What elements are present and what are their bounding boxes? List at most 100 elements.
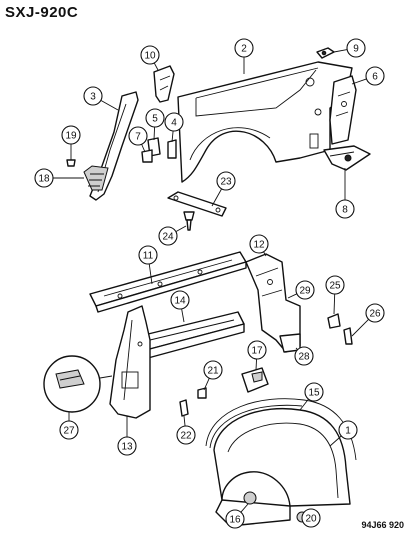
part-block-18 [83,165,109,191]
part-bracket-7 [141,149,153,163]
leader-line-11 [148,263,153,285]
callout-label-24: 24 [162,232,174,243]
callout-label-28: 28 [298,352,310,363]
part-quarter-panel [177,61,353,183]
callout-circle-4 [164,112,184,132]
callout-circle-2 [234,38,254,58]
callout-label-17: 17 [251,346,263,357]
callout-label-19: 19 [65,131,77,142]
callout-label-4: 4 [171,118,177,129]
leader-line-25 [333,293,336,315]
callout-circle-21 [203,360,223,380]
callout-label-6: 6 [372,72,378,83]
part-bolt-24 [183,211,195,231]
callout-circle-3 [83,86,103,106]
part-housing-8 [323,145,371,171]
callout-label-1: 1 [345,426,351,437]
leader-line-7 [141,144,146,153]
callout-label-11: 11 [143,251,154,262]
part-bracket-17 [241,367,269,393]
part-detail-27 [43,355,113,413]
callout-circle-12 [249,234,269,254]
callout-label-8: 8 [342,205,348,216]
callout-label-5: 5 [152,114,158,125]
part-crossbar-23 [167,191,227,217]
part-clip-9 [316,47,335,59]
callout-circle-13 [117,436,137,456]
callout-circle-16 [225,509,245,529]
callout-circle-27 [59,420,79,440]
leader-line-23 [211,188,222,207]
callout-label-23: 23 [220,177,232,188]
part-extension-6 [329,75,357,145]
callout-circle-18 [34,168,54,188]
callout-label-15: 15 [308,388,320,399]
part-wheelhouse-1 [213,407,351,527]
leader-line-22 [183,415,186,427]
callout-label-2: 2 [241,44,247,55]
callout-circle-26 [365,303,385,323]
callout-circle-5 [145,108,165,128]
callout-label-26: 26 [369,309,381,320]
leader-line-9 [333,49,348,53]
callout-label-27: 27 [63,426,75,437]
callout-circle-9 [346,38,366,58]
leader-line-29 [287,293,298,299]
part-fastener-22 [179,399,189,417]
leader-line-3 [100,100,119,111]
callout-circle-29 [295,280,315,300]
callout-label-16: 16 [229,515,241,526]
callout-circle-7 [128,126,148,146]
callout-circle-10 [140,45,160,65]
callout-circle-19 [61,125,81,145]
callout-circle-8 [335,199,355,219]
part-rocker-11 [89,251,247,313]
part-pillar-13 [109,305,151,419]
leader-line-14 [181,308,185,323]
leader-line-10 [153,62,159,71]
callout-label-13: 13 [121,442,133,453]
callout-circle-6 [365,66,385,86]
callout-label-20: 20 [305,514,317,525]
callout-label-25: 25 [329,281,341,292]
leader-line-15 [299,398,309,411]
leader-line-16 [240,503,249,513]
callout-circle-22 [176,425,196,445]
leader-line-1 [329,435,342,447]
callout-circle-23 [216,171,236,191]
part-fastener-21 [197,387,207,399]
callout-label-7: 7 [135,132,141,143]
part-fastener-25 [327,313,341,329]
callout-label-21: 21 [207,366,219,377]
callout-label-22: 22 [180,431,192,442]
leader-line-17 [255,358,258,371]
part-clip-19 [66,159,76,167]
callout-label-9: 9 [353,44,359,55]
leader-line-5 [153,126,156,141]
callout-label-29: 29 [299,286,311,297]
ref-code: SXJ-920C [5,4,79,21]
leader-line-6 [351,78,367,85]
callout-circle-11 [138,245,158,265]
callout-circle-1 [338,420,358,440]
callout-label-10: 10 [144,51,156,62]
callout-circle-14 [170,290,190,310]
part-plug-16 [243,491,257,505]
leader-line-26 [351,319,369,337]
callout-label-3: 3 [90,92,96,103]
leader-line-24 [175,225,187,233]
callout-circle-28 [294,346,314,366]
leader-line-21 [203,378,210,391]
part-bracket-4 [167,139,177,159]
callout-circle-20 [301,508,321,528]
part-fastener-26 [343,327,353,345]
callout-circle-15 [304,382,324,402]
callout-circle-24 [158,226,178,246]
callout-label-12: 12 [253,240,265,251]
callout-label-14: 14 [174,296,186,307]
part-bracket-10 [153,65,175,103]
leader-line-4 [171,130,174,143]
part-crossmember-14 [139,311,245,359]
